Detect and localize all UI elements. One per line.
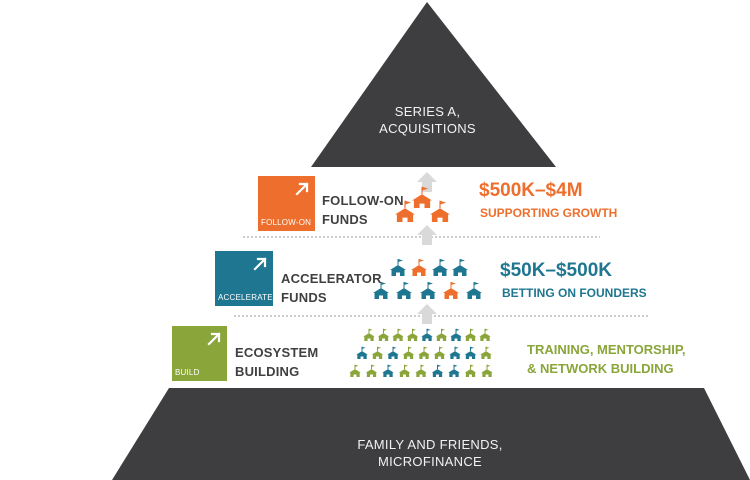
- house-flag-icon: [464, 346, 477, 359]
- accelerator-box: ACCELERATE: [215, 251, 273, 306]
- followon-box: FOLLOW-ON: [258, 176, 315, 231]
- house-flag-icon: [443, 282, 459, 299]
- apex-label-line1: SERIES A,: [394, 104, 461, 119]
- followon-subtitle: SUPPORTING GROWTH: [480, 206, 618, 220]
- ecosystem-name-line2: BUILDING: [235, 364, 300, 379]
- house-flag-icon: [415, 364, 427, 377]
- ecosystem-box: BUILD: [172, 326, 227, 381]
- house-flag-icon: [406, 328, 419, 341]
- house-flag-icon: [395, 200, 415, 222]
- house-flag-icon: [433, 346, 446, 359]
- house-flag-icon: [431, 364, 444, 377]
- house-flag-icon: [481, 364, 493, 377]
- house-flag-icon: [452, 259, 468, 276]
- followon-box-label: FOLLOW-ON: [261, 218, 312, 227]
- house-flag-icon: [396, 282, 412, 299]
- house-flag-icon: [373, 282, 389, 299]
- house-flag-icon: [363, 328, 375, 341]
- apex-label: SERIES A, ACQUISITIONS: [340, 103, 515, 137]
- house-flag-icon: [412, 186, 432, 208]
- house-flag-icon: [448, 364, 460, 377]
- house-flag-icon: [349, 364, 361, 377]
- house-flag-icon: [479, 328, 491, 341]
- accelerator-subtitle: BETTING ON FOUNDERS: [502, 286, 647, 300]
- arrow-up-right-icon: [295, 182, 309, 196]
- house-flag-icon: [464, 328, 477, 341]
- growth-arrows: [417, 172, 437, 324]
- house-flag-icon: [356, 346, 368, 359]
- ecosystem-box-label: BUILD: [175, 368, 200, 377]
- ecosystem-description-line1: TRAINING, MENTORSHIP,: [527, 342, 686, 357]
- house-flag-icon: [411, 259, 427, 276]
- arrow-up-right-icon: [253, 257, 267, 271]
- apex-label-line2: ACQUISITIONS: [379, 121, 476, 136]
- house-flag-icon: [402, 346, 415, 359]
- house-flag-icon: [480, 346, 492, 359]
- house-flag-icon: [377, 328, 390, 341]
- pyramid-apex: [311, 2, 556, 167]
- ecosystem-name: ECOSYSTEM BUILDING: [235, 343, 318, 381]
- ecosystem-description-line2: & NETWORK BUILDING: [527, 361, 674, 376]
- followon-name-line1: FOLLOW-ON: [322, 193, 404, 208]
- house-flag-icon: [382, 364, 394, 377]
- house-flag-icon: [464, 364, 477, 377]
- house-flag-icon: [435, 328, 448, 341]
- house-flag-icon: [392, 328, 404, 341]
- accelerator-box-label: ACCELERATE: [218, 293, 273, 302]
- accelerator-name-line2: FUNDS: [281, 290, 327, 305]
- followon-name: FOLLOW-ON FUNDS: [322, 191, 404, 229]
- house-flag-icon: [420, 282, 436, 299]
- house-flag-icon: [387, 346, 399, 359]
- accelerator-amount: $50K–$500K: [500, 260, 612, 281]
- house-icons: [349, 186, 493, 377]
- house-flag-icon: [365, 364, 378, 377]
- base-label-line1: FAMILY AND FRIENDS,: [357, 437, 503, 452]
- house-flag-icon: [432, 259, 448, 276]
- accelerator-name: ACCELERATOR FUNDS: [281, 269, 382, 307]
- followon-name-line2: FUNDS: [322, 212, 368, 227]
- house-flag-icon: [449, 346, 461, 359]
- base-label: FAMILY AND FRIENDS, MICROFINANCE: [320, 436, 540, 470]
- house-flag-icon: [390, 259, 406, 276]
- house-flag-icon: [418, 346, 430, 359]
- base-label-line2: MICROFINANCE: [378, 454, 482, 469]
- house-flag-icon: [466, 282, 482, 299]
- accelerator-name-line1: ACCELERATOR: [281, 271, 382, 286]
- house-flag-icon: [450, 328, 462, 341]
- arrow-up-right-icon: [207, 332, 221, 346]
- pyramid-base: [112, 388, 750, 480]
- house-flag-icon: [371, 346, 384, 359]
- arrow-up-icon: [417, 225, 437, 245]
- ecosystem-description: TRAINING, MENTORSHIP, & NETWORK BUILDING: [527, 340, 685, 378]
- house-flag-icon: [421, 328, 433, 341]
- house-flag-icon: [430, 200, 450, 222]
- ecosystem-name-line1: ECOSYSTEM: [235, 345, 319, 360]
- followon-amount: $500K–$4M: [479, 180, 583, 201]
- house-flag-icon: [398, 364, 411, 377]
- arrow-up-icon: [417, 304, 437, 324]
